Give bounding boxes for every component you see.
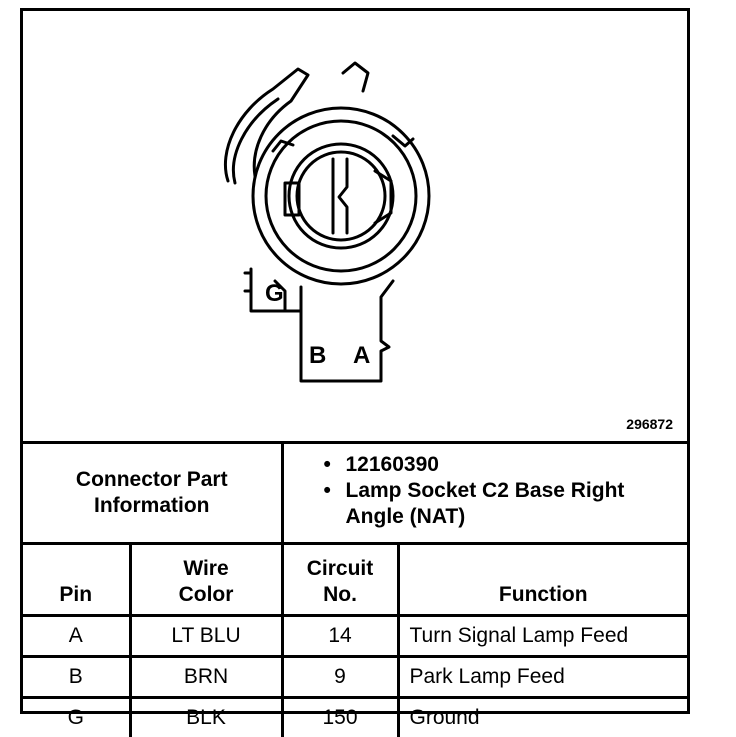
wire-color-cell: BRN (130, 657, 282, 698)
table-row: G BLK 150 Ground (23, 698, 687, 737)
connector-sheet: G B A 296872 Connector Part Information … (20, 8, 690, 714)
function-cell: Turn Signal Lamp Feed (398, 616, 687, 657)
circuit-cell: 14 (282, 616, 398, 657)
table-row: B BRN 9 Park Lamp Feed (23, 657, 687, 698)
top-tab (343, 63, 368, 91)
function-cell: Park Lamp Feed (398, 657, 687, 698)
wire-color-cell: BLK (130, 698, 282, 737)
part-info-heading: Connector Part Information (23, 443, 282, 544)
circuit-cell: 9 (282, 657, 398, 698)
part-info-heading-line2: Information (24, 493, 280, 519)
col-pin-header: Pin (23, 544, 130, 616)
pin-b-label: B (309, 342, 326, 369)
connector-drawing: G B A 296872 (23, 11, 687, 441)
pin-cell: A (23, 616, 130, 657)
connector-illustration: G B A (23, 11, 687, 441)
col-function-header: Function (398, 544, 687, 616)
pin-cell: B (23, 657, 130, 698)
figure-id: 296872 (626, 416, 673, 432)
connector-table: Connector Part Information 12160390 Lamp… (23, 441, 687, 737)
part-number: 12160390 (324, 452, 688, 478)
locking-hook (225, 69, 308, 181)
part-info-details: 12160390 Lamp Socket C2 Base Right Angle… (282, 443, 687, 544)
pin-a-label: A (353, 342, 370, 369)
table-row: A LT BLU 14 Turn Signal Lamp Feed (23, 616, 687, 657)
part-description: Lamp Socket C2 Base Right Angle (NAT) (324, 478, 688, 530)
pin-cell: G (23, 698, 130, 737)
wire-color-cell: LT BLU (130, 616, 282, 657)
circuit-cell: 150 (282, 698, 398, 737)
function-cell: Ground (398, 698, 687, 737)
part-info-heading-line1: Connector Part (24, 467, 280, 493)
pin-g-label: G (265, 280, 284, 307)
center-contact (333, 159, 347, 233)
